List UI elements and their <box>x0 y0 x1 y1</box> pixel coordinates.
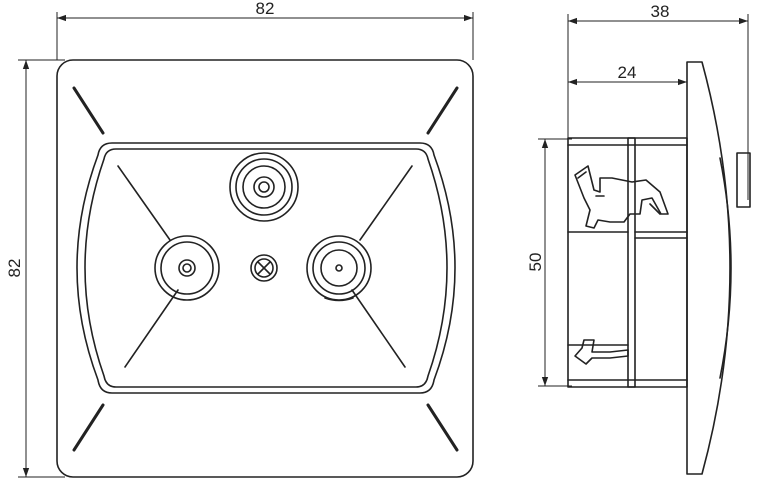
side-view: 38 24 50 <box>526 2 751 475</box>
upper-clip <box>574 165 669 229</box>
tv-socket <box>154 235 220 301</box>
inner-diagonals <box>117 165 413 368</box>
plate-profile-inner <box>719 157 732 379</box>
front-view: 82 82 <box>5 0 474 478</box>
upper-clip-detail <box>577 171 661 215</box>
side-depth-mount-dimension: 24 <box>568 63 688 88</box>
radio-socket <box>306 235 372 302</box>
side-depth-mount-label: 24 <box>618 63 637 82</box>
plate-profile <box>686 61 731 475</box>
socket-protrusion <box>736 152 751 208</box>
inner-cover-edge <box>84 148 448 388</box>
side-height-dimension: 50 <box>526 138 572 387</box>
center-screw-icon <box>250 254 278 282</box>
front-height-label: 82 <box>5 259 24 278</box>
lower-clip <box>574 339 629 365</box>
front-height-dimension: 82 <box>5 59 65 478</box>
outer-frame <box>56 59 474 478</box>
corner-bevels <box>72 86 459 452</box>
sat-socket <box>229 152 299 222</box>
front-width-dimension: 82 <box>56 0 474 60</box>
side-height-label: 50 <box>526 253 545 272</box>
inner-cover <box>76 142 456 394</box>
side-depth-total-label: 38 <box>651 2 670 21</box>
front-width-label: 82 <box>256 0 275 18</box>
side-depth-total-dimension: 38 <box>567 2 749 200</box>
